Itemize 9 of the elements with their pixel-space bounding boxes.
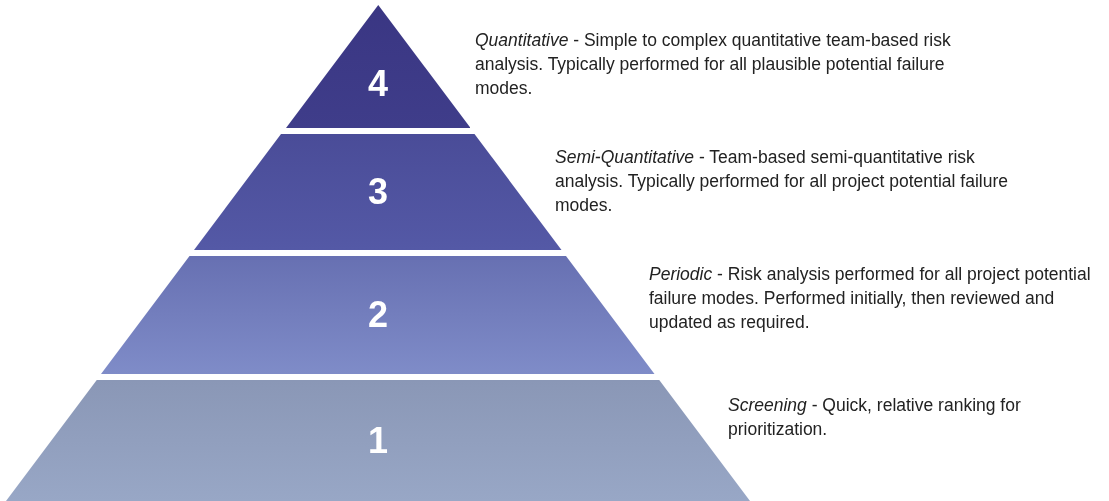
- tier-number: 2: [368, 297, 388, 333]
- tier-number: 4: [368, 65, 388, 102]
- tier-description: Quantitative - Simple to complex quantitative team-based risk analysis. Typically performed for all plausible potential failure modes.: [475, 29, 952, 100]
- pyramid-tier: [285, 5, 471, 128]
- tier-number: 3: [368, 174, 388, 210]
- tier-description: Periodic - Risk analysis performed for all project potential failure modes. Performed initially, then reviewed and updated as required.: [649, 263, 1092, 334]
- tier-description: Screening - Quick, relative ranking for prioritization.: [728, 394, 1022, 441]
- tier-description: Semi-Quantitative - Team-based semi-quantitative risk analysis. Typically performed for all project potential failure modes.: [555, 146, 1009, 217]
- tier-number: 1: [368, 422, 388, 459]
